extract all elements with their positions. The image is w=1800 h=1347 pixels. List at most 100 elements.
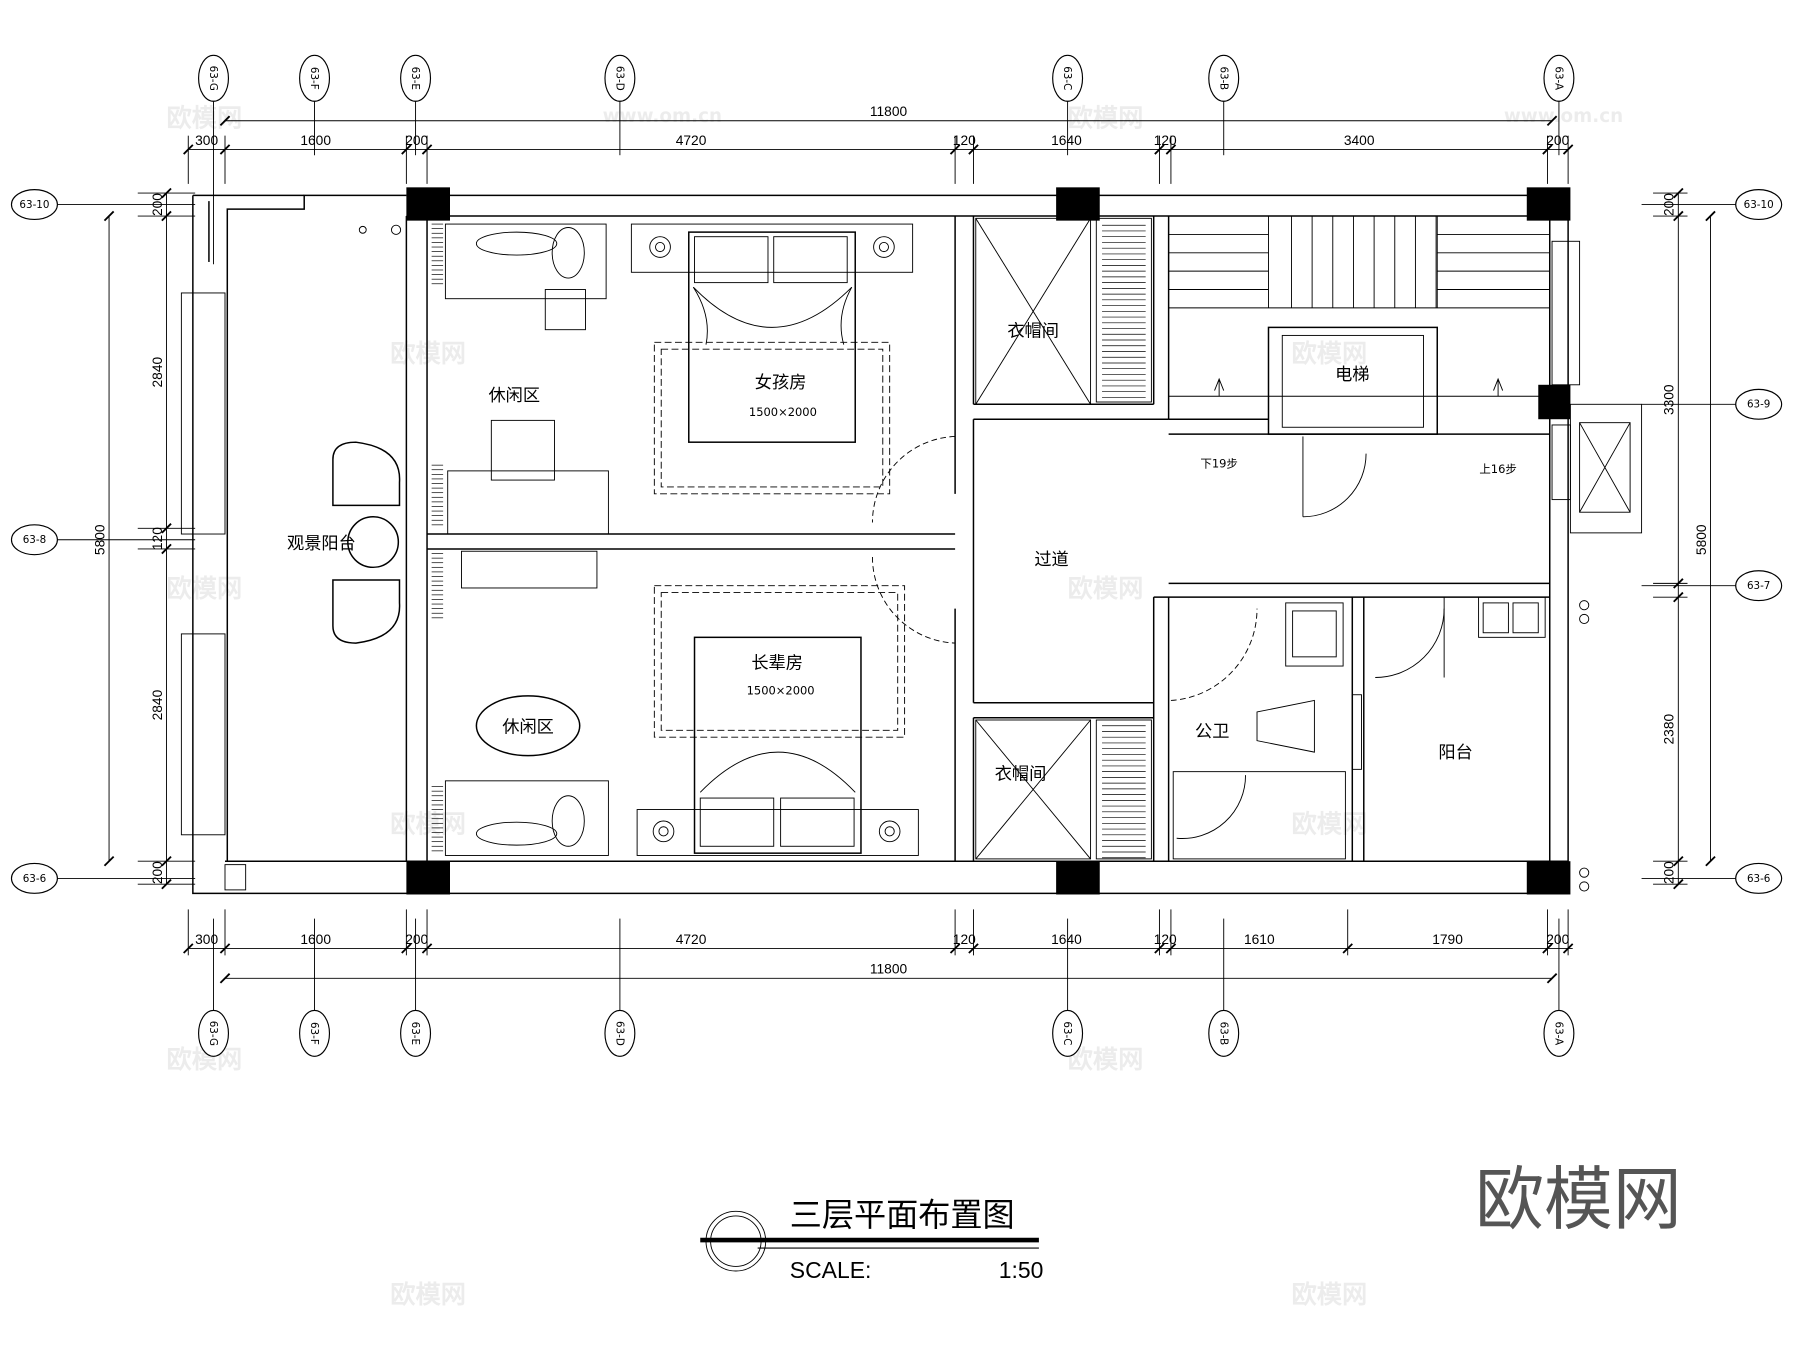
bed-size-girl-room: 1500×2000	[749, 405, 817, 419]
furniture	[332, 223, 1590, 892]
dimension-top: 1600	[300, 133, 331, 148]
dimension-total-right: 5800	[1694, 524, 1709, 555]
axis-bubble: 63-F	[299, 54, 331, 102]
dimension-bottom: 4720	[676, 932, 707, 947]
dimension-bottom: 120	[1154, 932, 1177, 947]
axis-bubble: 63-B	[1208, 1009, 1240, 1057]
room-label-bathroom: 公卫	[1195, 722, 1229, 742]
walls	[180, 194, 1643, 895]
dimension-left: 200	[150, 193, 165, 216]
dimension-right: 2380	[1662, 714, 1677, 745]
room-label-cloakroom-top: 衣帽间	[1007, 322, 1059, 342]
axis-bubble: 63-E	[400, 1009, 432, 1057]
stairs-down-label: 下19步	[1200, 456, 1238, 470]
watermark: 欧模网	[390, 809, 466, 838]
dimension-total-bottom: 11800	[870, 962, 908, 977]
axis-label: 63-D	[613, 66, 625, 91]
dimension-right: 200	[1662, 193, 1677, 216]
axis-label: 63-9	[1747, 399, 1770, 411]
drawing-title: 三层平面布置图	[790, 1196, 1015, 1234]
axis-label: 63-C	[1061, 66, 1073, 90]
dimension-top: 200	[405, 133, 428, 148]
axis-bubble: 63-D	[604, 1009, 636, 1057]
axis-bubble: 63-10	[10, 189, 58, 221]
axis-label: 63-B	[1217, 66, 1229, 90]
wardrobe-hangers	[431, 223, 1146, 859]
dimension-top: 120	[1154, 133, 1177, 148]
dimension-total-left: 5800	[92, 524, 107, 555]
dimension-left: 120	[150, 527, 165, 550]
axis-bubble: 63-E	[400, 54, 432, 102]
watermark: 欧模网	[1068, 103, 1144, 132]
scale-label: SCALE:	[790, 1257, 872, 1283]
dimension-right: 3300	[1662, 384, 1677, 415]
dimension-bottom: 300	[195, 932, 218, 947]
dimension-top: 120	[953, 133, 976, 148]
dimension-top: 4720	[676, 133, 707, 148]
dimension-top: 200	[1546, 133, 1569, 148]
watermark-url: www.om.cn	[603, 106, 722, 127]
axis-label: 63-A	[1552, 1022, 1564, 1046]
room-label-elder-room: 长辈房	[751, 653, 803, 673]
axis-bubble: 63-C	[1052, 1009, 1084, 1057]
watermark: 欧模网	[166, 574, 242, 603]
watermark-url: www.om.cn	[1504, 106, 1623, 127]
dimension-bottom: 1610	[1244, 932, 1275, 947]
axis-label: 63-D	[613, 1021, 625, 1046]
room-label-elevator: 电梯	[1335, 365, 1369, 385]
room-label-balcony: 阳台	[1438, 743, 1472, 763]
double-bed	[693, 636, 862, 854]
axis-label: 63-E	[409, 1022, 421, 1045]
axis-bubble: 63-A	[1543, 54, 1575, 102]
axis-label: 63-C	[1061, 1021, 1073, 1045]
drawing-title-block: 三层平面布置图 SCALE: 1:50	[700, 1196, 1043, 1283]
dimension-total-top: 11800	[870, 104, 908, 119]
dimension-bottom: 1640	[1051, 932, 1082, 947]
watermark-logo: 欧模网	[1475, 1160, 1682, 1240]
dimension-bottom: 200	[405, 932, 428, 947]
watermarks: 欧模网 www.om.cn 欧模网 www.om.cn 欧模网 欧模网 欧模网 …	[166, 103, 1623, 1309]
axis-label: 63-E	[409, 67, 421, 90]
axis-label: 63-F	[308, 1022, 320, 1045]
axis-label: 63-8	[23, 534, 46, 546]
dimension-left: 2840	[150, 357, 165, 388]
axis-bubble: 63-6	[1735, 862, 1783, 894]
axis-bubble: 63-G	[198, 54, 230, 102]
dimension-top: 1640	[1051, 133, 1082, 148]
watermark: 欧模网	[390, 1280, 466, 1309]
dimension-top: 3400	[1344, 133, 1375, 148]
dimension-right: 200	[1662, 861, 1677, 884]
dimension-bottom: 200	[1546, 932, 1569, 947]
axis-bubble: 63-C	[1052, 54, 1084, 102]
dimension-left: 2840	[150, 689, 165, 720]
axis-bubble: 63-9	[1735, 388, 1783, 420]
axis-label: 63-G	[207, 66, 219, 91]
axis-label: 63-6	[1747, 873, 1770, 885]
double-bed	[688, 231, 856, 443]
axis-label: 63-7	[1747, 580, 1770, 592]
watermark: 欧模网	[1291, 339, 1367, 368]
watermark: 欧模网	[1068, 1045, 1144, 1074]
scale-value: 1:50	[999, 1257, 1044, 1283]
axis-bubble: 63-8	[10, 524, 58, 556]
watermark: 欧模网	[166, 103, 242, 132]
axis-label: 63-G	[207, 1021, 219, 1046]
axis-bubble: 63-10	[1735, 189, 1783, 221]
axis-label: 63-6	[23, 873, 46, 885]
room-label-leisure-top: 休闲区	[488, 386, 540, 406]
axis-label: 63-10	[1744, 199, 1774, 211]
axis-grid: 63-G 63-G 63-F 63-F 63-E 63-E 63-D 63-D 63-C 63-C…	[10, 54, 1783, 1057]
dimension-top: 300	[195, 133, 218, 148]
dimension-bottom: 1600	[300, 932, 331, 947]
axis-bubble: 63-D	[604, 54, 636, 102]
axis-bubble: 63-7	[1735, 570, 1783, 602]
dimension-left: 200	[150, 861, 165, 884]
room-label-leisure-bottom: 休闲区	[502, 718, 554, 738]
watermark: 欧模网	[1291, 1280, 1367, 1309]
structural-columns	[406, 187, 1571, 895]
room-label-view-balcony: 观景阳台	[287, 534, 356, 554]
axis-bubble: 63-6	[10, 862, 58, 894]
axis-bubble: 63-A	[1543, 1009, 1575, 1057]
room-label-corridor: 过道	[1034, 550, 1068, 570]
